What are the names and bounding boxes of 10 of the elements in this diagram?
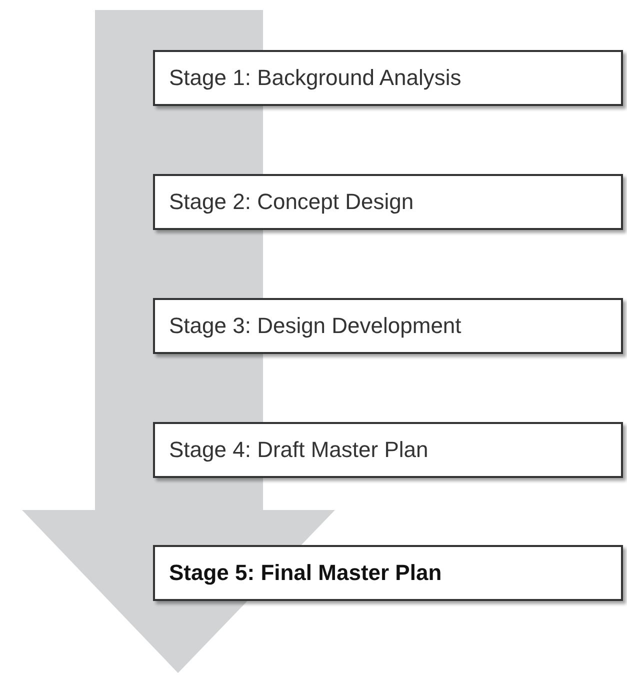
stage-label: Stage 1: Background Analysis (169, 65, 462, 91)
stage-label: Stage 4: Draft Master Plan (169, 437, 428, 463)
stage-label: Stage 5: Final Master Plan (169, 560, 442, 586)
stage-box (153, 50, 623, 106)
stage-box (153, 174, 623, 230)
stage-box (153, 422, 623, 478)
stage-label: Stage 3: Design Development (169, 313, 462, 339)
stage-box (153, 545, 623, 601)
stage-label: Stage 2: Concept Design (169, 189, 414, 215)
stage-box (153, 298, 623, 354)
